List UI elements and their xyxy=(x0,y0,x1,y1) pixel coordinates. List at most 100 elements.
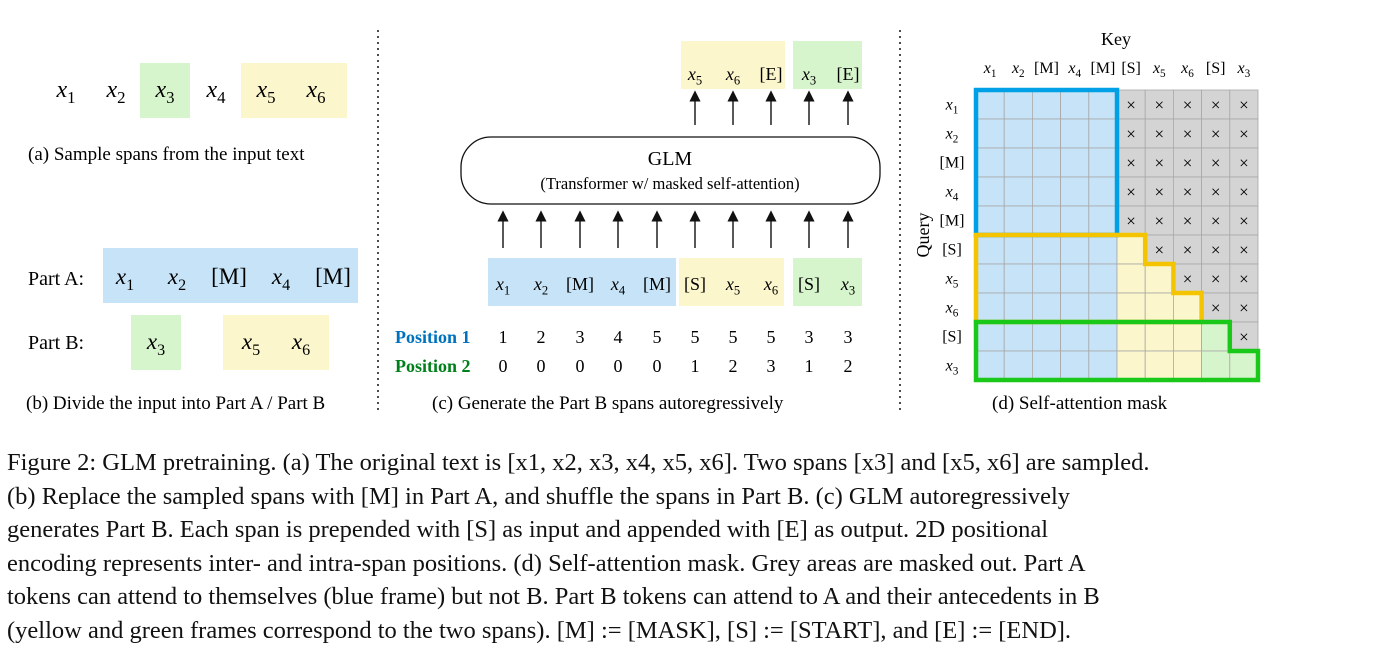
attention-cell-visible xyxy=(1088,147,1118,178)
attention-cell-visible xyxy=(1116,234,1146,265)
attention-cell-visible xyxy=(1060,118,1090,149)
attention-cell-visible xyxy=(1173,321,1203,352)
attention-cell-visible xyxy=(1088,89,1118,120)
attention-cell-visible xyxy=(1060,263,1090,294)
attention-cell-masked xyxy=(1116,147,1146,178)
attention-cell-visible xyxy=(975,292,1005,323)
attention-cell-visible xyxy=(1088,234,1118,265)
attention-cell-visible xyxy=(1060,176,1090,207)
masked-mark: × xyxy=(1183,212,1193,231)
attention-cell-visible xyxy=(1201,321,1231,352)
attention-cell-visible xyxy=(1201,350,1231,381)
masked-mark: × xyxy=(1239,125,1249,144)
masked-mark: × xyxy=(1239,212,1249,231)
position2-value: 1 xyxy=(691,356,700,376)
attention-cell-masked xyxy=(1201,263,1231,294)
attention-cell-visible xyxy=(1003,321,1033,352)
caption-line-6: (yellow and green frames correspond to t… xyxy=(7,616,1072,644)
key-label: Key xyxy=(1101,29,1131,49)
masked-mark: × xyxy=(1239,183,1249,202)
masked-mark: × xyxy=(1183,241,1193,260)
masked-mark: × xyxy=(1239,154,1249,173)
attention-cell-visible xyxy=(975,176,1005,207)
masked-mark: × xyxy=(1126,183,1136,202)
attention-cell-visible xyxy=(1032,205,1062,236)
attention-cell-masked xyxy=(1229,263,1259,294)
input-token: [S] xyxy=(798,274,820,294)
output-span1-highlight xyxy=(793,41,862,89)
key-token: [S] xyxy=(1206,60,1226,77)
attention-cell-visible xyxy=(975,118,1005,149)
input-token: x3 xyxy=(154,77,174,107)
input-token: x3 xyxy=(840,274,855,298)
attention-cell-masked xyxy=(1229,89,1259,120)
masked-mark: × xyxy=(1183,270,1193,289)
masked-mark: × xyxy=(1211,241,1221,260)
masked-mark: × xyxy=(1155,183,1165,202)
attention-cell-masked xyxy=(1229,176,1259,207)
attention-cell-masked xyxy=(1229,147,1259,178)
caption-line-4: encoding represents inter- and intra-spa… xyxy=(7,549,1086,577)
part-b-token: x5 xyxy=(241,329,260,359)
attention-cell-visible xyxy=(1032,176,1062,207)
part-a-token: [M] xyxy=(211,264,247,289)
input-token: [M] xyxy=(566,274,594,294)
input-token: x6 xyxy=(763,274,778,298)
attention-cell-visible xyxy=(1003,147,1033,178)
masked-mark: × xyxy=(1211,270,1221,289)
attention-cell-visible xyxy=(1003,176,1033,207)
part-a-token: [M] xyxy=(315,264,351,289)
attention-cell-visible xyxy=(1116,350,1146,381)
attention-cell-visible xyxy=(975,205,1005,236)
attention-cell-masked xyxy=(1173,176,1203,207)
masked-mark: × xyxy=(1155,125,1165,144)
position1-value: 3 xyxy=(844,327,853,347)
input-token: x1 xyxy=(495,274,510,298)
attention-cell-visible xyxy=(975,321,1005,352)
masked-mark: × xyxy=(1126,96,1136,115)
attention-cell-visible xyxy=(1032,292,1062,323)
caption-line-1: Figure 2: GLM pretraining. (a) The origi… xyxy=(7,449,1150,476)
position2-value: 0 xyxy=(537,356,546,376)
output-token: x6 xyxy=(725,64,740,88)
attention-cell-masked xyxy=(1144,89,1174,120)
part-b-span1-highlight xyxy=(131,315,181,370)
part-a-token: x2 xyxy=(167,264,186,294)
attention-cell-visible xyxy=(1003,118,1033,149)
attention-cell-visible xyxy=(1003,292,1033,323)
position1-value: 5 xyxy=(653,327,662,347)
attention-cell-visible xyxy=(1173,350,1203,381)
masked-mark: × xyxy=(1155,96,1165,115)
input-token: x1 xyxy=(55,77,75,107)
query-token: x1 xyxy=(945,97,959,117)
masked-mark: × xyxy=(1211,154,1221,173)
panel-a-caption: (a) Sample spans from the input text xyxy=(28,144,305,165)
query-label: Query xyxy=(913,213,933,258)
position2-value: 1 xyxy=(805,356,814,376)
attention-cell-visible xyxy=(1003,205,1033,236)
position2-value: 2 xyxy=(729,356,738,376)
attention-cell-masked xyxy=(1201,89,1231,120)
attention-cell-visible xyxy=(975,147,1005,178)
masked-mark: × xyxy=(1183,125,1193,144)
input-span2-highlight xyxy=(679,258,784,306)
attention-cell-visible xyxy=(1003,350,1033,381)
output-token: [E] xyxy=(760,64,783,84)
masked-mark: × xyxy=(1126,125,1136,144)
input-token: [S] xyxy=(684,274,706,294)
attention-cell-visible xyxy=(1060,292,1090,323)
attention-cell-visible xyxy=(1144,263,1174,294)
query-token: [S] xyxy=(942,242,962,259)
input-token: x5 xyxy=(255,77,275,107)
key-token: x2 xyxy=(1011,60,1025,80)
panel-d-caption: (d) Self-attention mask xyxy=(992,393,1168,414)
panel-c-caption: (c) Generate the Part B spans autoregres… xyxy=(432,393,784,414)
caption-line-5: tokens can attend to themselves (blue fr… xyxy=(7,583,1100,610)
masked-mark: × xyxy=(1211,125,1221,144)
part-a-label: Part A: xyxy=(28,268,84,290)
key-token: x5 xyxy=(1152,60,1166,80)
